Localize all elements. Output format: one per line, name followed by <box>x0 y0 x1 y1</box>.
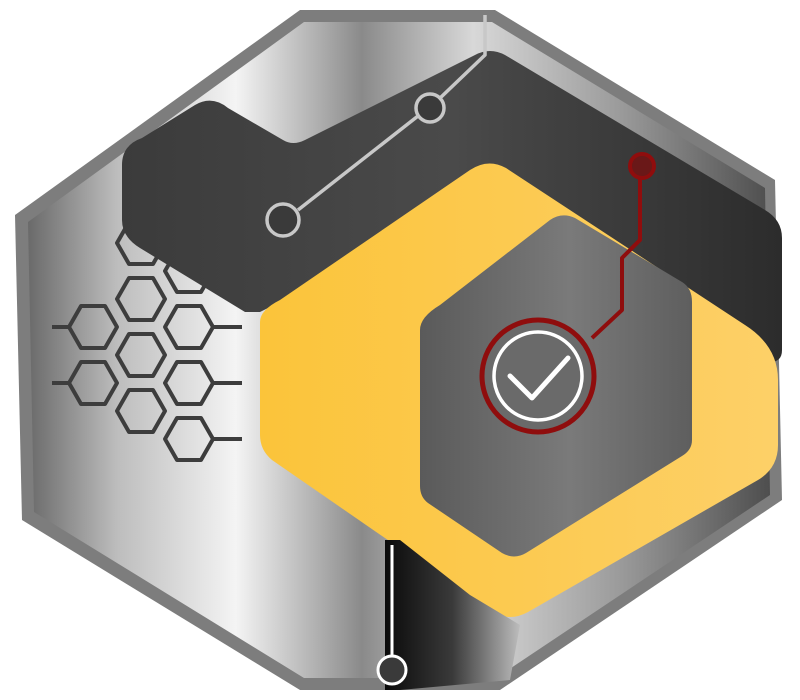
circuit-trace-red <box>590 152 656 340</box>
bottom-shaft <box>385 540 520 690</box>
bottom-circuit-node <box>376 654 408 686</box>
circuit-trace-light <box>265 15 487 238</box>
check-icon <box>507 355 571 401</box>
check-badge <box>479 317 597 435</box>
